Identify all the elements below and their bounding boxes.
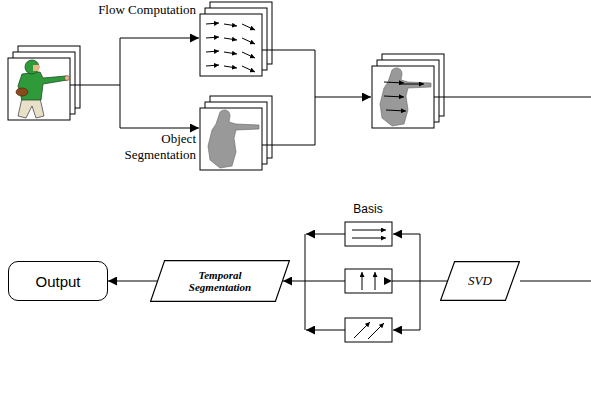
basis-box — [345, 269, 392, 293]
flow-arrows — [206, 23, 255, 72]
flow-vector — [206, 51, 219, 52]
flow-vector — [224, 52, 237, 54]
flow-vector — [242, 52, 255, 58]
player-shirt — [18, 72, 67, 100]
node-text: Output — [35, 273, 80, 290]
arrow — [120, 38, 199, 39]
combined-frame — [372, 66, 434, 128]
flow-vector — [384, 96, 404, 97]
wire — [70, 85, 120, 86]
basis-arrow — [368, 323, 384, 339]
mask-frame — [200, 108, 262, 170]
silhouette — [208, 110, 259, 168]
process-parallelogram: SVD — [440, 261, 520, 301]
process-parallelogram: Temporal Segmentation — [150, 260, 290, 302]
flow-vector — [242, 38, 255, 44]
flow-vector — [206, 65, 219, 66]
flow-vector — [206, 37, 219, 38]
node-text: SVD — [468, 273, 492, 289]
arrow — [315, 97, 371, 98]
flow-arrows — [384, 82, 424, 111]
wires — [70, 38, 591, 330]
basis-box — [345, 222, 392, 246]
output-box: Output — [8, 261, 108, 301]
arrow — [393, 234, 420, 235]
wire — [262, 50, 315, 51]
wire — [420, 234, 421, 330]
wire — [520, 281, 591, 282]
silhouette — [380, 68, 431, 126]
flow-frame — [200, 14, 262, 76]
basis-boxes — [345, 222, 392, 342]
flow-vector — [224, 66, 237, 68]
basis-arrow — [354, 322, 370, 338]
basis-arrow — [375, 272, 376, 290]
basis-arrow — [352, 238, 386, 239]
wire — [305, 234, 306, 330]
flow-vector — [384, 82, 404, 83]
arrow-head — [384, 277, 392, 285]
arrow — [393, 330, 420, 331]
group-heading: Basis — [328, 202, 408, 216]
basis-arrow — [362, 272, 363, 290]
basis-arrow — [352, 230, 386, 231]
flow-vector — [224, 38, 237, 40]
basis-box — [345, 318, 392, 342]
video-frame — [8, 58, 70, 120]
parallelogram-shape — [441, 262, 520, 301]
wire — [434, 97, 591, 98]
arrow — [306, 234, 345, 235]
player-helmet — [25, 60, 39, 74]
player-face — [33, 65, 39, 71]
parallelogram-shape — [151, 261, 290, 302]
player-hand — [65, 76, 70, 81]
frame-stacks — [8, 2, 444, 170]
basis-symbols — [352, 230, 386, 339]
player-picture — [16, 60, 70, 118]
step-label: Flow Computation — [96, 2, 196, 18]
flow-vector — [400, 84, 424, 85]
arrow — [120, 128, 199, 129]
player-pants — [18, 98, 44, 118]
flow-vector — [224, 24, 237, 26]
arrow — [306, 330, 345, 331]
flow-vector — [206, 23, 219, 24]
step-label: Object Segmentation — [96, 131, 196, 163]
flow-vector — [242, 66, 255, 72]
wire — [120, 38, 121, 128]
connector-arrow — [108, 281, 157, 282]
node-text: Temporal Segmentation — [168, 269, 272, 293]
flow-vector — [242, 24, 255, 30]
flow-vector — [386, 110, 406, 111]
wire — [262, 145, 315, 146]
football — [16, 88, 28, 96]
